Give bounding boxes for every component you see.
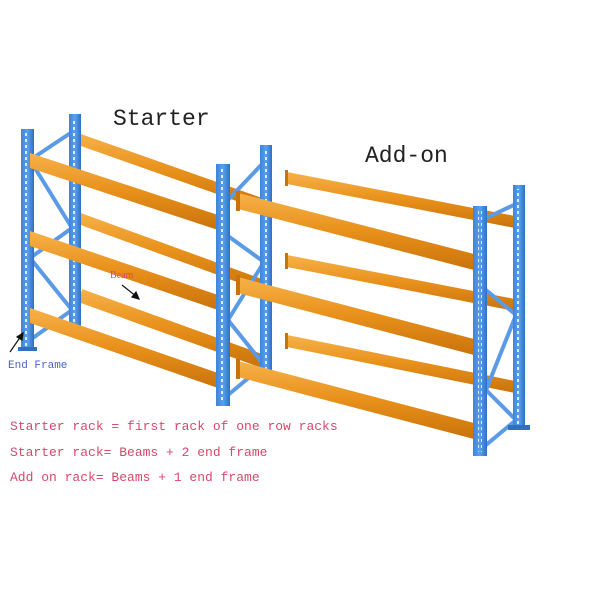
note-starter-definition: Starter rack = first rack of one row rac… xyxy=(10,419,338,434)
end-frame-label: End Frame xyxy=(8,360,68,372)
end-frame-right xyxy=(473,185,530,456)
starter-front-beams xyxy=(30,153,218,388)
addon-front-beams xyxy=(236,191,474,439)
starter-label: Starter xyxy=(113,106,210,132)
beam-label: Beam xyxy=(110,270,134,281)
note-starter-components: Starter rack= Beams + 2 end frame xyxy=(10,445,268,460)
note-addon-components: Add on rack= Beams + 1 end frame xyxy=(10,470,260,485)
add-on-label: Add-on xyxy=(365,143,448,169)
beam-arrow-icon xyxy=(121,284,141,300)
end-frame-arrow-icon xyxy=(9,331,24,353)
